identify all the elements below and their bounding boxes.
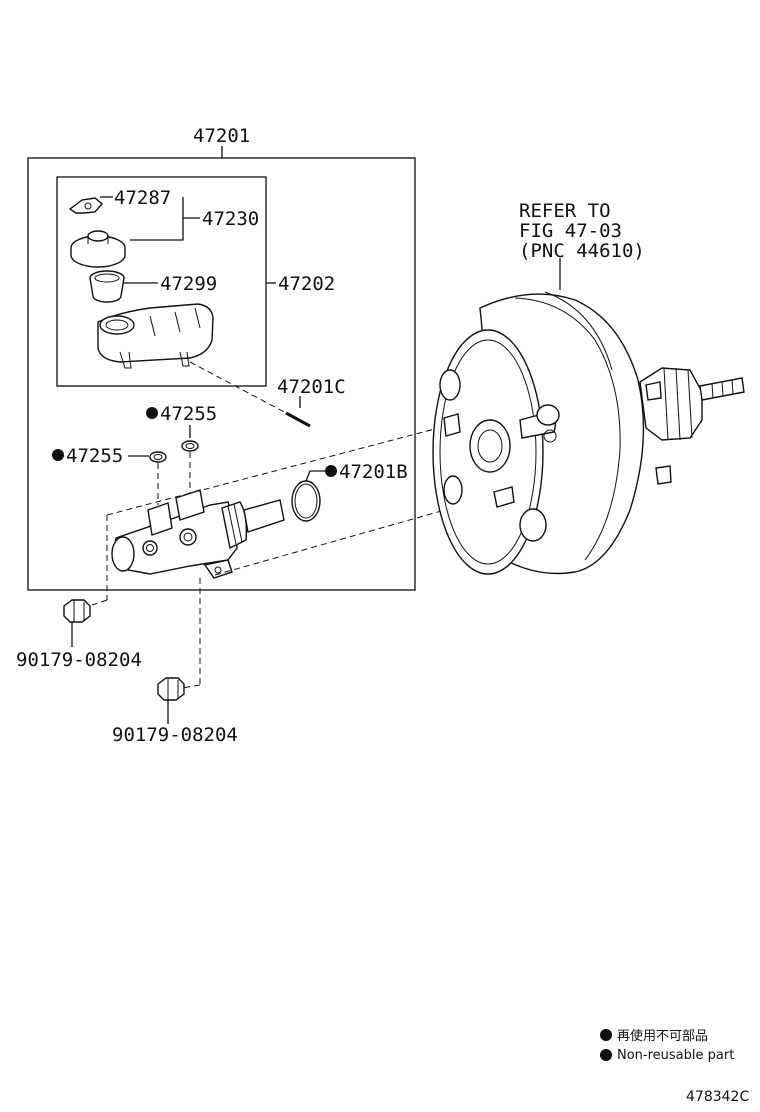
label-bolt-lower: 90179-08204 xyxy=(112,724,238,746)
leader-47201b xyxy=(305,470,325,482)
label-bolt-upper: 90179-08204 xyxy=(16,649,142,671)
nonreusable-mark-47255-lower xyxy=(52,449,64,461)
figure-code: 478342C xyxy=(686,1089,749,1105)
label-47287: 47287 xyxy=(114,187,171,209)
label-47201c: 47201C xyxy=(277,376,346,398)
nonreusable-mark-47201b xyxy=(325,465,337,477)
refer-line-3: (PNC 44610) xyxy=(519,240,645,262)
part-brake-booster xyxy=(432,291,745,575)
stud-line-upper xyxy=(106,424,451,516)
label-47201b: 47201B xyxy=(339,461,408,483)
pin-leader xyxy=(189,361,291,416)
assembly-frame xyxy=(27,157,416,591)
legend-dot-jp xyxy=(600,1029,612,1041)
part-47299-strainer xyxy=(89,270,125,303)
label-47230: 47230 xyxy=(202,208,259,230)
refer-line-2: FIG 47-03 xyxy=(519,220,622,242)
nonreusable-mark-47255-upper xyxy=(146,407,158,419)
label-47202: 47202 xyxy=(278,273,335,295)
legend-en: Non-reusable part xyxy=(617,1048,734,1063)
part-47201c-pin xyxy=(285,411,311,428)
label-47255-lower: 47255 xyxy=(66,445,123,467)
part-47287-clip xyxy=(68,197,103,214)
legend-dot-en xyxy=(600,1049,612,1061)
part-47202-reservoir xyxy=(97,303,214,369)
part-47255-grommet-lower xyxy=(149,451,167,463)
refer-line-1: REFER TO xyxy=(519,200,611,222)
leader-47230-bracket xyxy=(130,197,184,241)
part-47255-grommet-upper xyxy=(181,440,199,452)
label-47201: 47201 xyxy=(193,125,250,147)
part-master-cylinder xyxy=(111,489,285,579)
reservoir-frame xyxy=(56,176,267,387)
legend-jp: 再使用不可部品 xyxy=(617,1028,708,1044)
part-90179-bolt-upper xyxy=(63,599,91,623)
label-47299: 47299 xyxy=(160,273,217,295)
part-90179-bolt-lower xyxy=(157,677,185,701)
part-47201b-oring xyxy=(291,480,321,522)
part-47230-cap xyxy=(70,230,126,268)
label-47255-upper: 47255 xyxy=(160,403,217,425)
